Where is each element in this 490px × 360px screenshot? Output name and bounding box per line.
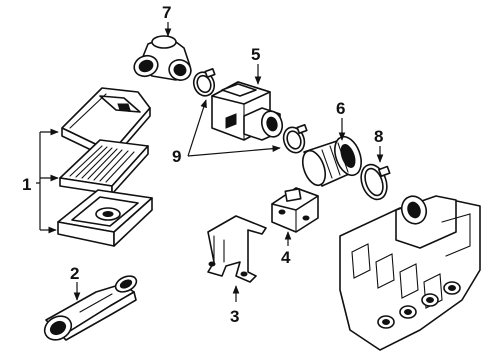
part-3-mounting-bracket — [207, 215, 267, 283]
callout-5-group: 5 — [251, 45, 262, 85]
callout-label-7: 7 — [162, 3, 171, 22]
callout-8-group: 8 — [374, 127, 383, 163]
part-4-support-block — [271, 187, 319, 233]
air-cleaner-lid — [61, 87, 151, 161]
callout-label-1: 1 — [22, 175, 31, 194]
callout-label-8: 8 — [374, 127, 383, 146]
part-2-intake-duct — [43, 275, 138, 341]
callout-label-6: 6 — [336, 99, 345, 118]
callout-label-5: 5 — [251, 45, 260, 64]
callout-label-3: 3 — [230, 307, 239, 326]
callout-4-group: 4 — [281, 231, 292, 267]
callout-3-group: 3 — [230, 285, 239, 326]
air-cleaner-base — [57, 189, 153, 247]
part-7-intake-elbow — [133, 35, 192, 81]
callout-label-9: 9 — [172, 147, 181, 166]
part-5-air-flow-meter — [211, 81, 284, 141]
part-6-intake-boot — [301, 135, 362, 187]
callout-2-group: 2 — [70, 264, 81, 301]
part-9-hose-clamp-lower — [282, 124, 308, 154]
callout-label-4: 4 — [281, 248, 291, 267]
part-9-hose-clamp-upper — [192, 68, 216, 97]
part-8-hose-clamp — [360, 163, 391, 201]
callout-6-group: 6 — [336, 99, 345, 141]
part-1-air-cleaner-assembly — [57, 87, 153, 247]
callout-9-group: 9 — [172, 99, 281, 166]
air-filter-element — [59, 139, 149, 195]
callout-label-2: 2 — [70, 264, 79, 283]
callout-1-group: 1 — [22, 128, 59, 234]
callout-7-group: 7 — [162, 3, 171, 37]
intake-manifold — [339, 195, 481, 351]
